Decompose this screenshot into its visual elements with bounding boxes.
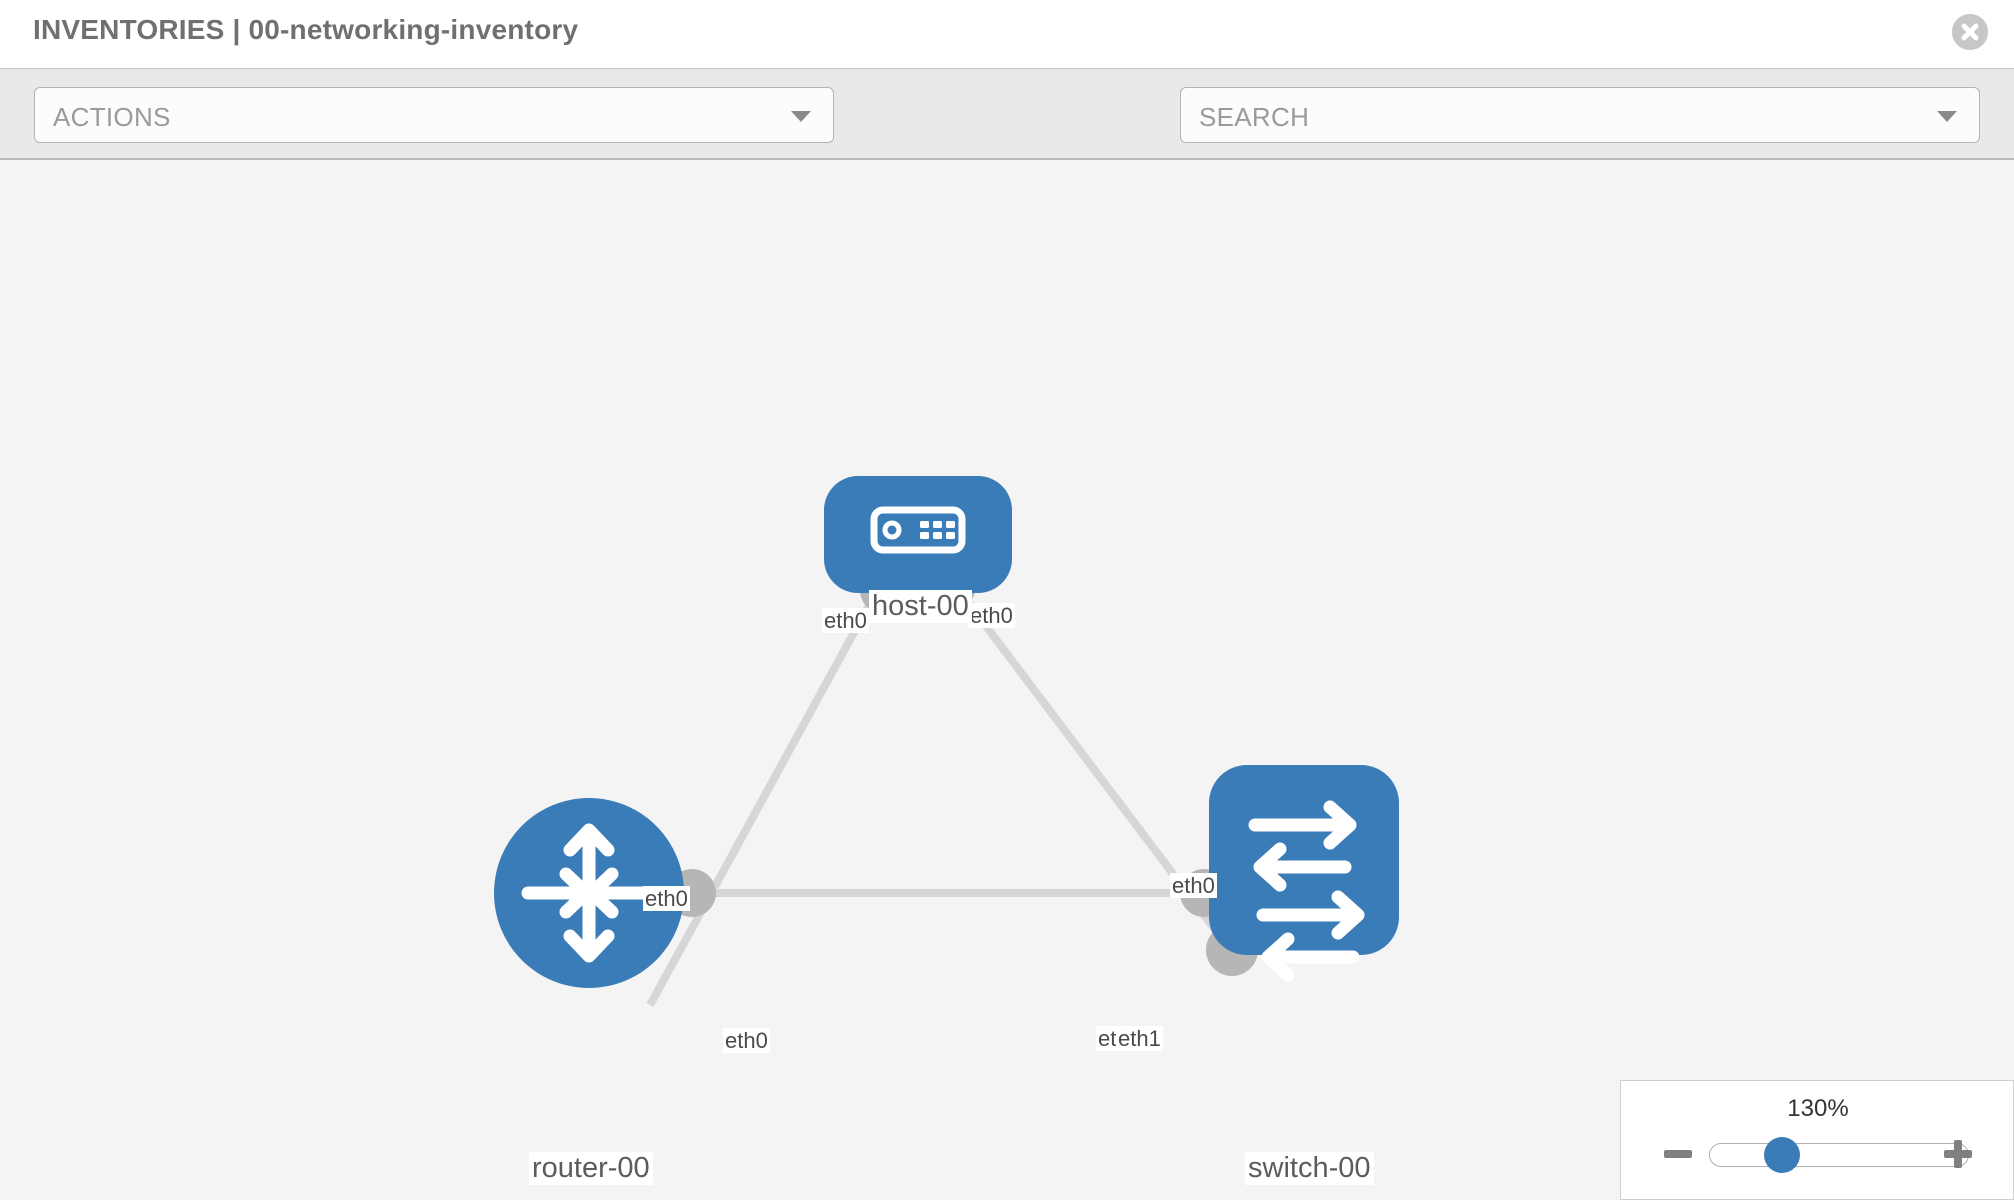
actions-dropdown[interactable]: ACTIONS [34,87,834,143]
zoom-control-panel: 130% [1620,1080,2014,1200]
iface-label-host00-left: eth0 [822,608,869,634]
chevron-down-icon [1937,111,1957,122]
topology-graph [494,476,1399,1007]
topology-canvas[interactable]: eth0 eth0 eth0 eth0 eth0 eth0 eth1 host-… [0,160,2014,1200]
node-switch-00 [1209,765,1399,982]
node-label-host-00: host-00 [869,590,972,624]
iface-label-router00-uplink: eth0 [643,886,690,912]
chevron-down-icon [791,111,811,122]
zoom-level-value: 130% [1787,1095,1849,1122]
toolbar: ACTIONS SEARC [0,68,2014,201]
minus-icon[interactable] [1661,1137,1695,1171]
node-host-00 [824,476,1012,593]
page-title: INVENTORIES | 00-networking-inventory [33,14,579,45]
plus-icon[interactable] [1941,1137,1975,1171]
link-host00-router00 [646,583,884,1007]
close-icon[interactable] [1952,14,1988,50]
search-placeholder: SEARCH [1199,102,1310,132]
router-arrows-icon [521,823,657,963]
node-label-switch-00: switch-00 [1245,1152,1374,1186]
node-router-00 [494,798,684,988]
iface-label-switch00-eth1: eth1 [1116,1026,1163,1052]
iface-label-host00-right: eth0 [968,603,1015,629]
link-group [646,582,1242,1007]
node-label-router-00: router-00 [529,1152,653,1186]
actions-dropdown-label: ACTIONS [53,102,171,132]
iface-label-switch00-uplink: eth0 [1170,873,1217,899]
page-header: INVENTORIES | 00-networking-inventory [0,0,2014,68]
server-icon [870,506,966,554]
search-input[interactable]: SEARCH [1180,87,1980,143]
connector-group [668,562,1258,976]
zoom-slider-thumb[interactable] [1764,1137,1800,1173]
zoom-slider-track[interactable] [1709,1143,1969,1167]
iface-label-router00-eth0: eth0 [723,1028,770,1054]
switch-arrows-icon [1248,800,1365,982]
